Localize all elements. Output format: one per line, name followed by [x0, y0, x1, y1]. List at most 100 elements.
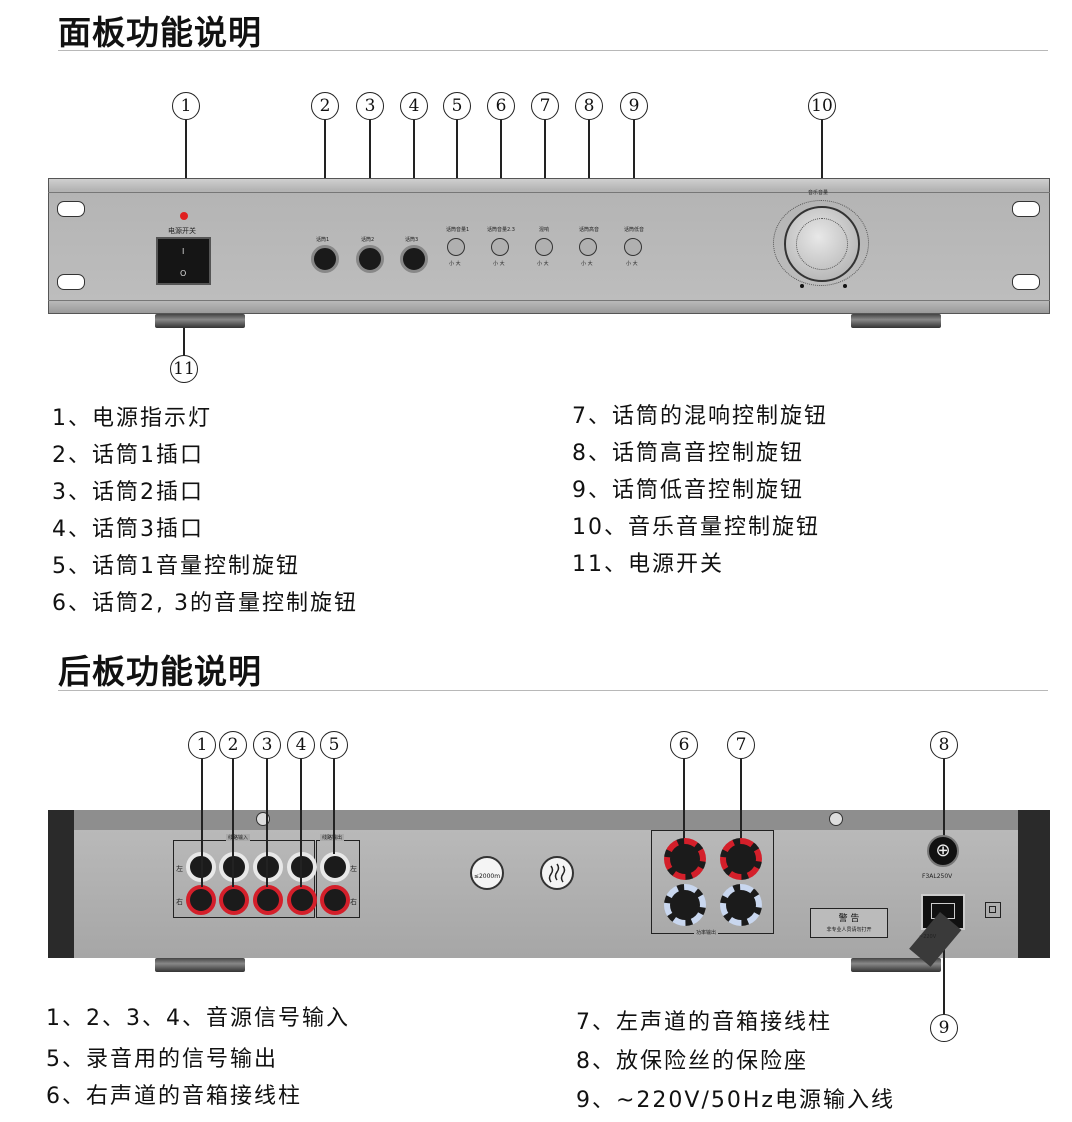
mic-treble-knob[interactable]	[579, 238, 597, 256]
right-channel-label: 右	[176, 898, 183, 906]
back-panel-title: 后板功能说明	[58, 652, 262, 691]
left-speaker-post-pos[interactable]	[720, 838, 762, 880]
mic3-jack[interactable]	[400, 245, 428, 273]
left-speaker-post-neg[interactable]	[720, 884, 762, 926]
back-marker-8: 8	[930, 731, 958, 759]
front-desc-5: 5、话筒1音量控制旋钮	[52, 554, 300, 579]
back-marker-2: 2	[219, 731, 247, 759]
back-desc-1: 1、2、3、4、音源信号输入	[46, 1006, 350, 1031]
front-panel-top-line	[48, 192, 1050, 193]
back-marker-9: 9	[930, 1014, 958, 1042]
knob8-minmax: 小 大	[581, 261, 593, 267]
knob7-label: 混响	[539, 227, 550, 233]
right-speaker-post-pos[interactable]	[664, 838, 706, 880]
back-panel-top-strip	[74, 810, 1018, 830]
rca-in2-left[interactable]	[219, 852, 249, 882]
back-marker-4: 4	[287, 731, 315, 759]
line-input-label: 线路输入	[226, 834, 251, 841]
rca-out-left[interactable]	[320, 852, 350, 882]
mic2-label: 话筒2	[361, 237, 375, 243]
knob5-label: 话筒音量1	[446, 227, 470, 233]
fuse-rating-label: F3AL250V	[922, 873, 953, 880]
front-foot-left	[155, 314, 245, 328]
knob6-minmax: 小 大	[493, 261, 505, 267]
front-desc-4: 4、话筒3插口	[52, 517, 204, 542]
knob-inner-ring	[796, 218, 848, 270]
rca-in3-left[interactable]	[253, 852, 283, 882]
front-marker-11: 11	[170, 355, 198, 383]
front-marker-1: 1	[172, 92, 200, 120]
knob9-minmax: 小 大	[626, 261, 638, 267]
front-foot-right	[851, 314, 941, 328]
right-speaker-post-neg[interactable]	[664, 884, 706, 926]
rca-in1-right[interactable]	[186, 885, 216, 915]
mic23-volume-knob[interactable]	[491, 238, 509, 256]
fuse-holder[interactable]: ⊕	[927, 835, 959, 867]
altitude-symbol: ≤2000m	[470, 856, 504, 890]
front-marker-5: 5	[443, 92, 471, 120]
back-leader-7	[740, 759, 742, 859]
power-indicator-light	[180, 212, 188, 220]
front-marker-3: 3	[356, 92, 384, 120]
out-right-label: 右	[350, 898, 357, 906]
climate-wave-icon	[548, 863, 566, 883]
rca-in4-left[interactable]	[287, 852, 317, 882]
left-channel-label: 左	[176, 865, 183, 873]
rca-in3-right[interactable]	[253, 885, 283, 915]
front-desc-6: 6、话筒2, 3的音量控制旋钮	[52, 591, 358, 616]
mic-reverb-knob[interactable]	[535, 238, 553, 256]
front-desc-3: 3、话筒2插口	[52, 480, 204, 505]
front-panel-title: 面板功能说明	[58, 13, 262, 52]
warning-subtitle: 非专业人员请勿打开	[826, 927, 872, 933]
rca-in2-right[interactable]	[219, 885, 249, 915]
back-title-rule	[58, 690, 1048, 691]
knob5-minmax: 小 大	[449, 261, 461, 267]
rack-slot-bottom-left	[57, 274, 85, 290]
power-switch-off-mark: O	[180, 269, 187, 278]
double-insulation-inner	[989, 906, 996, 913]
back-foot-right	[851, 958, 941, 972]
back-desc-7: 7、左声道的音箱接线柱	[576, 1010, 832, 1035]
knob9-label: 话筒低音	[624, 227, 645, 233]
knob6-label: 话筒音量2.3	[487, 227, 515, 233]
back-desc-6: 6、右声道的音箱接线柱	[46, 1084, 302, 1109]
mic-bass-knob[interactable]	[624, 238, 642, 256]
mic1-jack[interactable]	[311, 245, 339, 273]
front-desc-8: 8、话筒高音控制旋钮	[572, 441, 804, 466]
back-leader-3	[266, 759, 268, 887]
power-switch-label: 电源开关	[168, 227, 196, 235]
voltage-label: ~220V	[919, 934, 937, 940]
rca-in4-right[interactable]	[287, 885, 317, 915]
mic1-volume-knob[interactable]	[447, 238, 465, 256]
music-volume-scale	[773, 200, 869, 286]
music-volume-knob[interactable]	[784, 206, 860, 282]
front-marker-8: 8	[575, 92, 603, 120]
knob7-minmax: 小 大	[537, 261, 549, 267]
back-desc-8: 8、放保险丝的保险座	[576, 1049, 808, 1074]
knob8-label: 话筒高音	[579, 227, 600, 233]
rca-out-right[interactable]	[320, 885, 350, 915]
screw-right	[829, 812, 843, 826]
back-desc-5: 5、录音用的信号输出	[46, 1047, 278, 1072]
power-output-label: 功率输出	[694, 929, 719, 936]
front-marker-7: 7	[531, 92, 559, 120]
front-marker-4: 4	[400, 92, 428, 120]
front-marker-2: 2	[311, 92, 339, 120]
power-switch[interactable]: I O	[156, 237, 211, 285]
front-panel-bottom-line	[48, 300, 1050, 301]
warning-title: 警 告	[838, 914, 860, 924]
back-leader-6	[683, 759, 685, 859]
back-leader-1	[201, 759, 203, 887]
back-marker-3: 3	[253, 731, 281, 759]
front-desc-9: 9、话筒低音控制旋钮	[572, 478, 804, 503]
front-desc-7: 7、话筒的混响控制旋钮	[572, 404, 828, 429]
rack-slot-top-right	[1012, 201, 1040, 217]
knob-min-dot	[800, 284, 804, 288]
mic2-jack[interactable]	[356, 245, 384, 273]
front-marker-9: 9	[620, 92, 648, 120]
back-foot-left	[155, 958, 245, 972]
front-desc-2: 2、话筒1插口	[52, 443, 204, 468]
back-marker-7: 7	[727, 731, 755, 759]
warning-label: 警 告 非专业人员请勿打开	[810, 908, 888, 938]
mic1-label: 话筒1	[316, 237, 330, 243]
